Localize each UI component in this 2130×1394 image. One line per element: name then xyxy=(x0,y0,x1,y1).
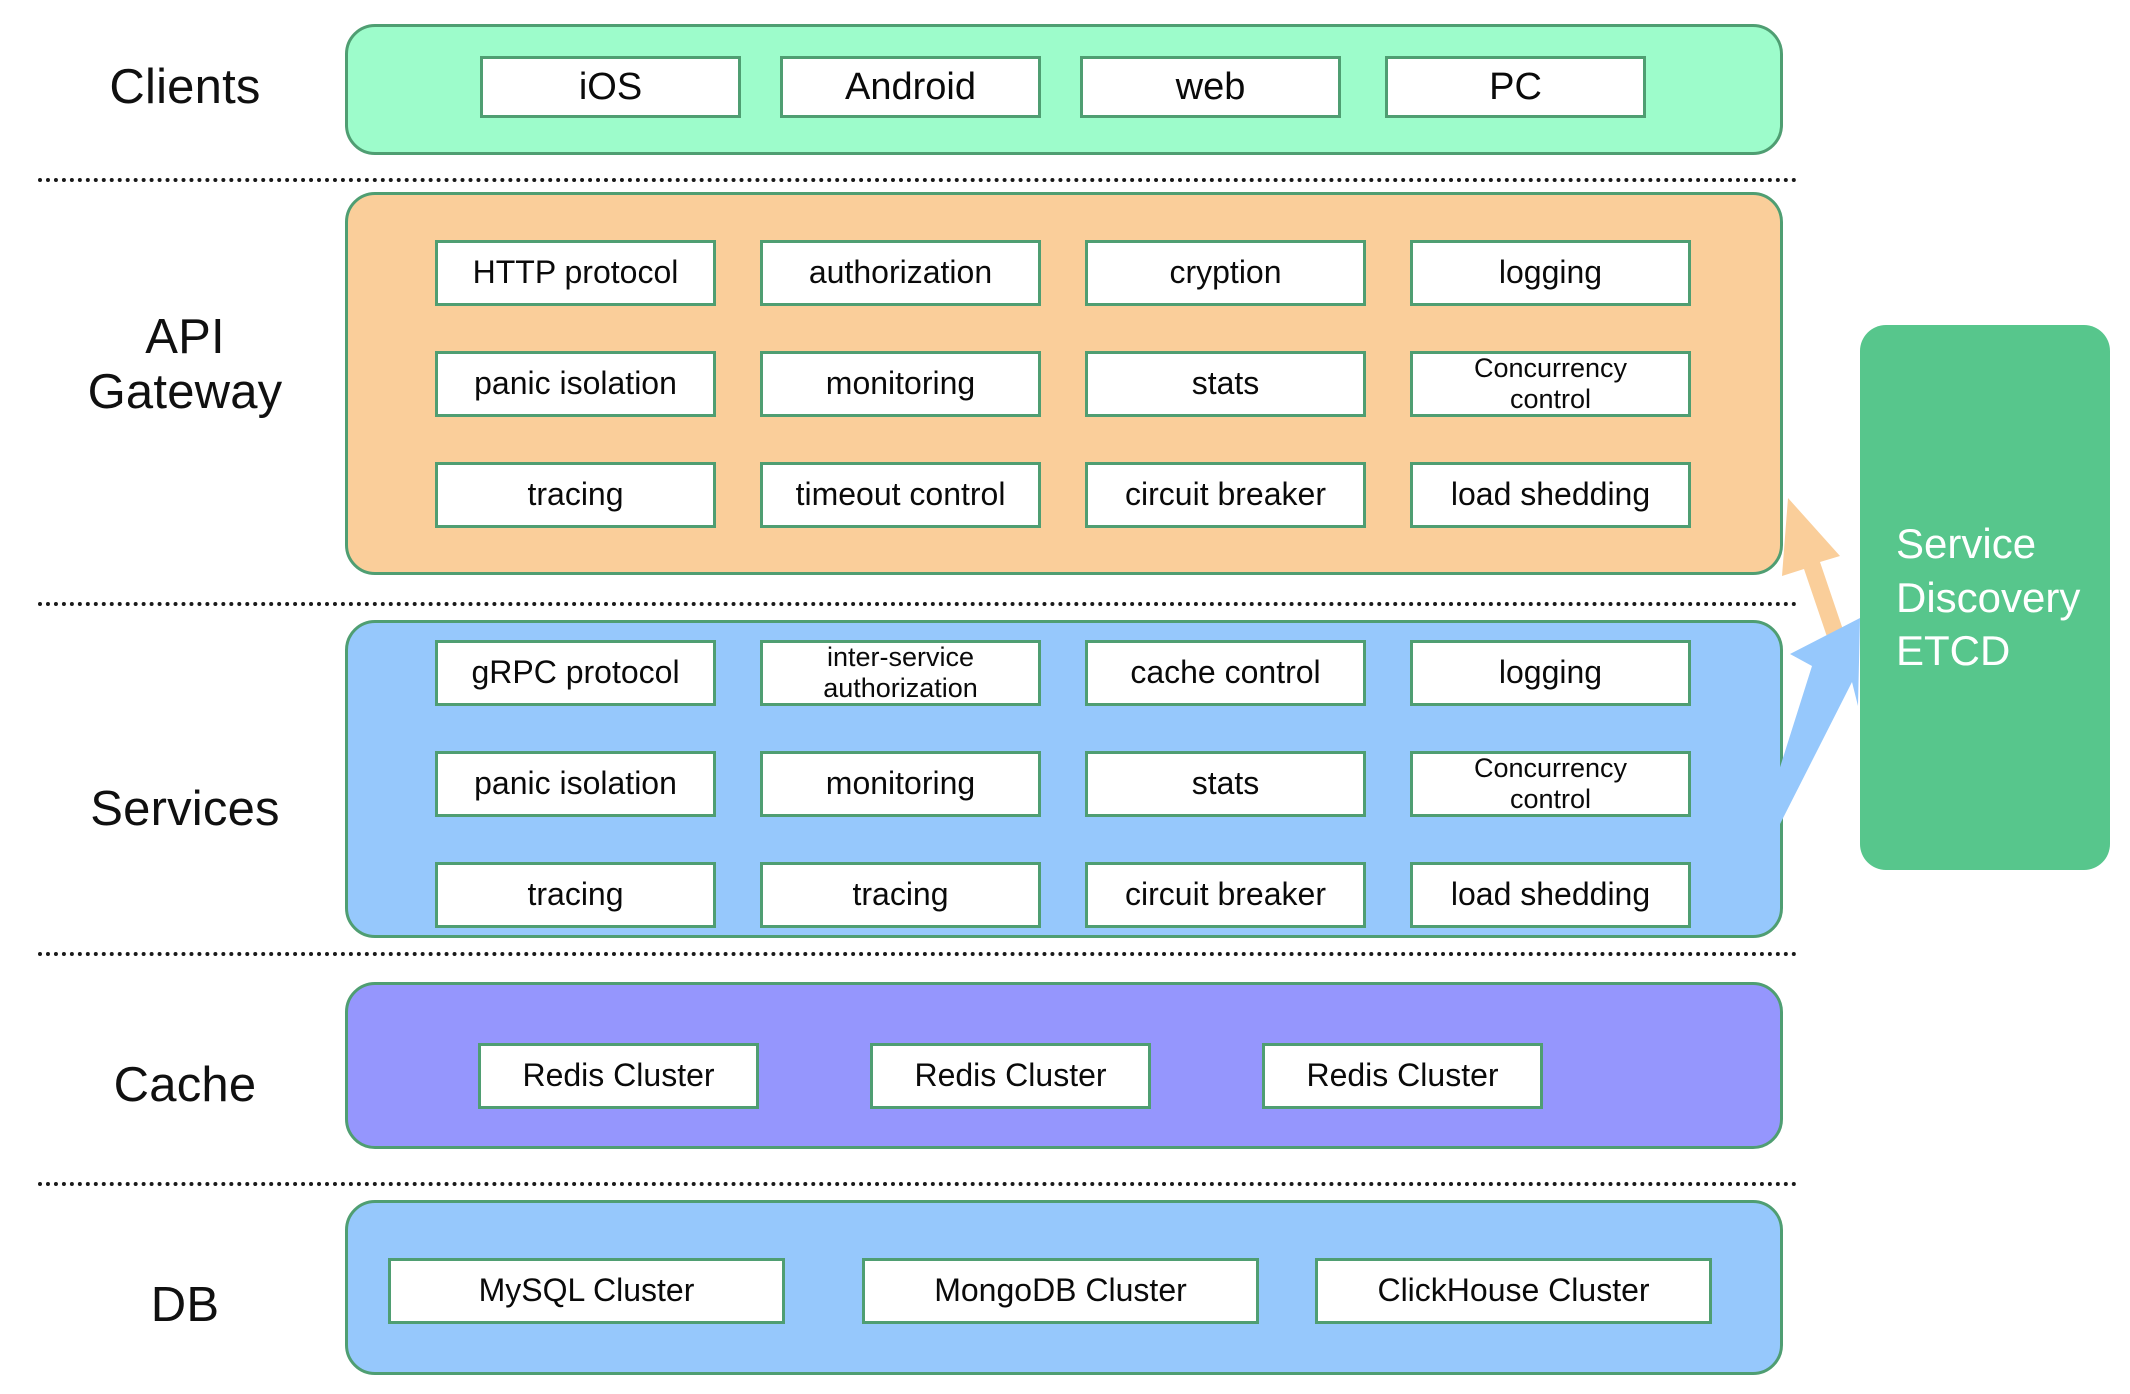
chip-cache-redis-cluster-2[interactable]: Redis Cluster xyxy=(870,1043,1151,1109)
chip-services-panic-isolation[interactable]: panic isolation xyxy=(435,751,716,817)
chip-db-mysql-cluster[interactable]: MySQL Cluster xyxy=(388,1258,785,1324)
chip-client-ios[interactable]: iOS xyxy=(480,56,741,118)
chip-services-cache-control[interactable]: cache control xyxy=(1085,640,1366,706)
separator-gateway-services xyxy=(38,602,1798,606)
chip-db-clickhouse-cluster[interactable]: ClickHouse Cluster xyxy=(1315,1258,1712,1324)
row-label-db: DB xyxy=(150,1278,220,1332)
chip-client-android[interactable]: Android xyxy=(780,56,1041,118)
service-discovery-etcd-box[interactable]: Service Discovery ETCD xyxy=(1860,325,2110,870)
chip-cache-redis-cluster-3[interactable]: Redis Cluster xyxy=(1262,1043,1543,1109)
row-label-clients: Clients xyxy=(109,60,261,114)
chip-gateway-circuit-breaker[interactable]: circuit breaker xyxy=(1085,462,1366,528)
chip-gateway-monitoring[interactable]: monitoring xyxy=(760,351,1041,417)
row-label-cache: Cache xyxy=(113,1058,257,1112)
chip-services-grpc-protocol[interactable]: gRPC protocol xyxy=(435,640,716,706)
chip-services-logging[interactable]: logging xyxy=(1410,640,1691,706)
chip-services-tracing-1[interactable]: tracing xyxy=(435,862,716,928)
chip-services-tracing-2[interactable]: tracing xyxy=(760,862,1041,928)
chip-services-stats[interactable]: stats xyxy=(1085,751,1366,817)
chip-services-monitoring[interactable]: monitoring xyxy=(760,751,1041,817)
chip-gateway-stats[interactable]: stats xyxy=(1085,351,1366,417)
chip-gateway-http-protocol[interactable]: HTTP protocol xyxy=(435,240,716,306)
separator-cache-db xyxy=(38,1182,1798,1186)
chip-services-load-shedding[interactable]: load shedding xyxy=(1410,862,1691,928)
separator-services-cache xyxy=(38,952,1798,956)
chip-services-inter-service-authorization[interactable]: inter-service authorization xyxy=(760,640,1041,706)
row-label-services: Services xyxy=(90,782,280,836)
chip-gateway-load-shedding[interactable]: load shedding xyxy=(1410,462,1691,528)
chip-db-mongodb-cluster[interactable]: MongoDB Cluster xyxy=(862,1258,1259,1324)
chip-services-circuit-breaker[interactable]: circuit breaker xyxy=(1085,862,1366,928)
chip-cache-redis-cluster-1[interactable]: Redis Cluster xyxy=(478,1043,759,1109)
chip-gateway-concurrency-control[interactable]: Concurrency control xyxy=(1410,351,1691,417)
row-label-api-gateway: API Gateway xyxy=(87,310,283,419)
separator-clients-gateway xyxy=(38,178,1798,182)
chip-client-web[interactable]: web xyxy=(1080,56,1341,118)
chip-client-pc[interactable]: PC xyxy=(1385,56,1646,118)
chip-services-concurrency-control[interactable]: Concurrency control xyxy=(1410,751,1691,817)
chip-gateway-panic-isolation[interactable]: panic isolation xyxy=(435,351,716,417)
chip-gateway-authorization[interactable]: authorization xyxy=(760,240,1041,306)
chip-gateway-logging[interactable]: logging xyxy=(1410,240,1691,306)
chip-gateway-cryption[interactable]: cryption xyxy=(1085,240,1366,306)
chip-gateway-timeout-control[interactable]: timeout control xyxy=(760,462,1041,528)
chip-gateway-tracing[interactable]: tracing xyxy=(435,462,716,528)
